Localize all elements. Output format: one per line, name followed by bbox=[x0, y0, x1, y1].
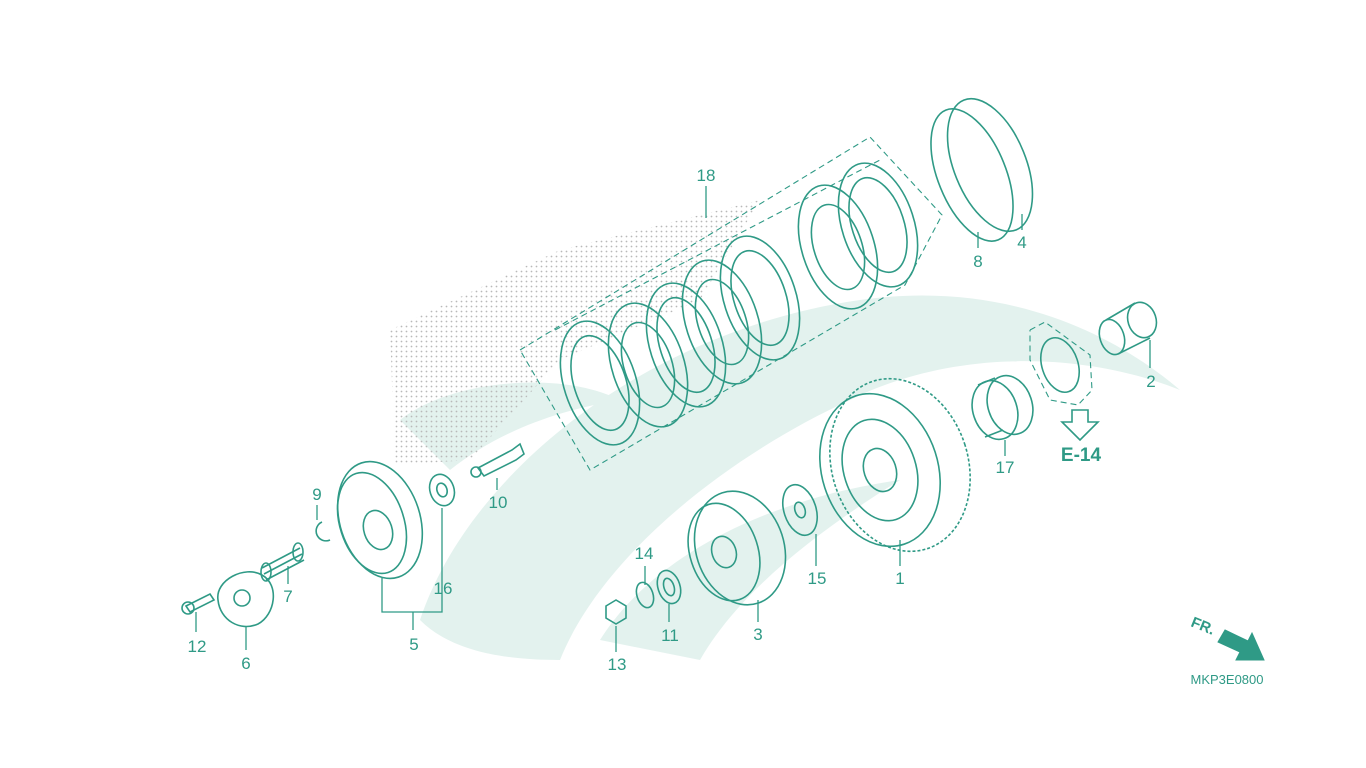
callout-12[interactable]: 12 bbox=[188, 637, 207, 656]
collar bbox=[1098, 301, 1158, 356]
lifter-piece bbox=[470, 442, 525, 478]
callout-3[interactable]: 3 bbox=[753, 625, 762, 644]
callout-15[interactable]: 15 bbox=[808, 569, 827, 588]
callout-8[interactable]: 8 bbox=[973, 252, 982, 271]
needle-bearing bbox=[971, 374, 1034, 441]
front-direction-label: FR. bbox=[1189, 614, 1218, 639]
leader-lines bbox=[195, 186, 1151, 652]
callout-2[interactable]: 2 bbox=[1146, 372, 1155, 391]
lock-nut bbox=[605, 599, 627, 625]
callout-7[interactable]: 7 bbox=[283, 587, 292, 606]
callout-18[interactable]: 18 bbox=[697, 166, 716, 185]
clutch-spring bbox=[260, 542, 305, 582]
callout-13[interactable]: 13 bbox=[608, 655, 627, 674]
lock-washer bbox=[635, 581, 655, 609]
front-arrow-icon bbox=[1217, 629, 1265, 661]
callout-10[interactable]: 10 bbox=[489, 493, 508, 512]
clutch-disc-set-outline bbox=[519, 136, 943, 471]
reference-gear-outline bbox=[1029, 321, 1093, 406]
clutch-disc-stack bbox=[559, 162, 919, 446]
pressure-plate bbox=[336, 460, 424, 580]
thrust-washer bbox=[781, 483, 819, 537]
reference-label-e14[interactable]: E-14 bbox=[1061, 445, 1102, 466]
callout-6[interactable]: 6 bbox=[241, 654, 250, 673]
callout-14[interactable]: 14 bbox=[635, 544, 654, 563]
bolt bbox=[181, 592, 216, 615]
callout-4[interactable]: 4 bbox=[1017, 233, 1026, 252]
ball-bearing bbox=[428, 473, 456, 507]
drawing-code: MKP3E0800 bbox=[1191, 672, 1264, 687]
reference-arrow bbox=[1060, 409, 1100, 442]
clutch-outer bbox=[819, 377, 971, 553]
lifter-plate bbox=[217, 571, 275, 628]
spring-washer bbox=[656, 569, 682, 605]
front-direction-indicator: FR. bbox=[1189, 614, 1265, 661]
callout-labels: 1 2 3 4 5 6 7 8 9 10 11 12 13 14 15 16 1… bbox=[188, 166, 1156, 674]
callout-17[interactable]: 17 bbox=[996, 458, 1015, 477]
callout-1[interactable]: 1 bbox=[895, 569, 904, 588]
circlip bbox=[315, 521, 331, 542]
callout-11[interactable]: 11 bbox=[661, 626, 679, 645]
clutch-spring-seat-rings bbox=[930, 97, 1034, 242]
callout-16[interactable]: 16 bbox=[434, 579, 453, 598]
callout-5[interactable]: 5 bbox=[409, 635, 418, 654]
callout-9[interactable]: 9 bbox=[312, 485, 321, 504]
crankcase-shadow bbox=[390, 200, 760, 465]
